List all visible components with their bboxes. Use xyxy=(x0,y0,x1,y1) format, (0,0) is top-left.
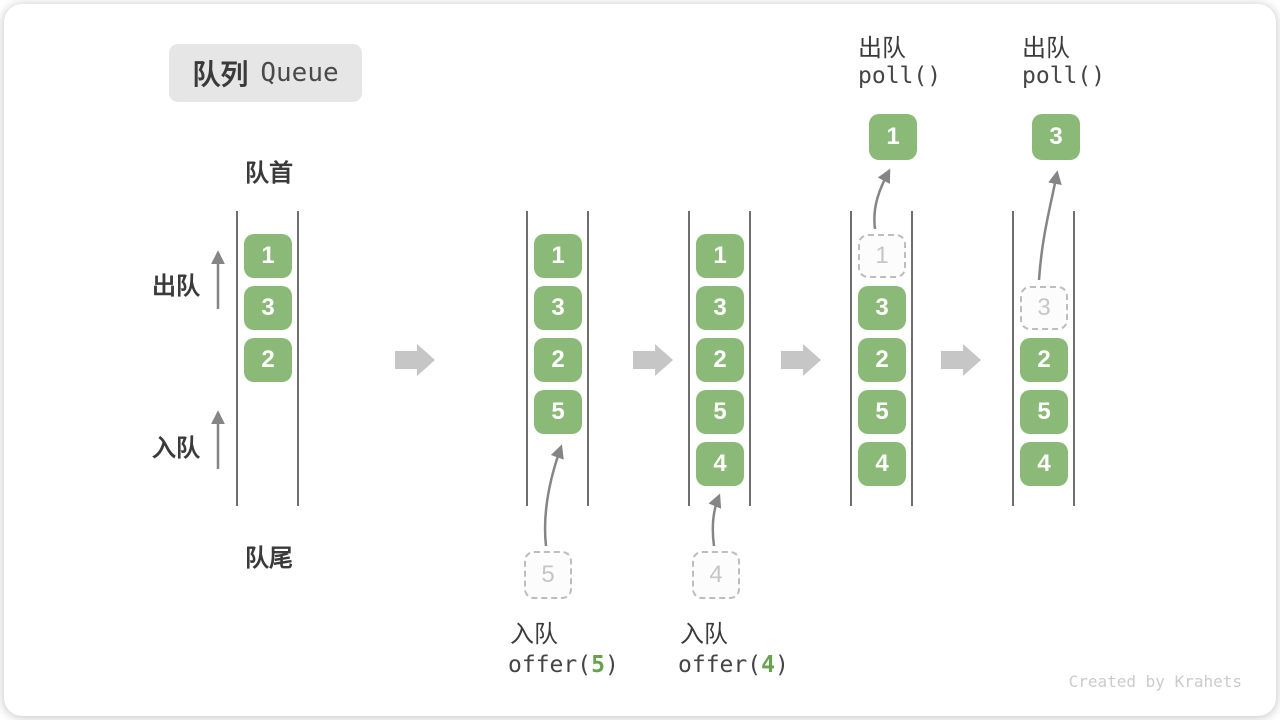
queue-element: 3 xyxy=(244,286,292,330)
code-arg: 4 xyxy=(761,652,775,678)
op-enqueue5-code: offer(5) xyxy=(508,652,619,678)
queue-element: 1 xyxy=(244,234,292,278)
queue-wall-left xyxy=(850,211,852,506)
label-queue-front: 队首 xyxy=(245,160,293,187)
queue-wall-left xyxy=(688,211,690,506)
diagram-card xyxy=(4,4,1276,716)
queue-element: 4 xyxy=(1020,442,1068,486)
label-dequeue-side: 出队 xyxy=(152,273,200,300)
title-en: Queue xyxy=(260,58,339,88)
queue-element: 2 xyxy=(244,338,292,382)
pending-element: 5 xyxy=(524,551,572,599)
op-dequeue1-code: poll() xyxy=(858,63,942,89)
queue-element: 2 xyxy=(1020,338,1068,382)
queue-wall-right xyxy=(297,211,299,506)
watermark: Created by Krahets xyxy=(1068,672,1242,691)
queue-element: 1 xyxy=(696,234,744,278)
label-enqueue-side: 入队 xyxy=(152,435,200,462)
queue-wall-right xyxy=(749,211,751,506)
code-pre: offer( xyxy=(678,652,762,678)
queue-wall-left xyxy=(526,211,528,506)
op-enqueue5-label: 入队 xyxy=(510,621,558,648)
op-dequeue1-label: 出队 xyxy=(858,35,906,62)
queue-element: 4 xyxy=(858,442,906,486)
dequeued-element: 1 xyxy=(869,114,917,160)
code-arg: 5 xyxy=(591,652,605,678)
op-enqueue4-code: offer(4) xyxy=(678,652,789,678)
queue-element: 3 xyxy=(696,286,744,330)
removed-slot: 1 xyxy=(858,234,906,278)
queue-element: 5 xyxy=(696,390,744,434)
queue-wall-right xyxy=(911,211,913,506)
queue-element: 2 xyxy=(696,338,744,382)
queue-element: 3 xyxy=(858,286,906,330)
queue-element: 5 xyxy=(858,390,906,434)
pending-element: 4 xyxy=(692,551,740,599)
queue-wall-right xyxy=(587,211,589,506)
code-pre: offer( xyxy=(508,652,592,678)
dequeued-element: 3 xyxy=(1032,114,1080,160)
queue-element: 2 xyxy=(858,338,906,382)
op-dequeue3-label: 出队 xyxy=(1022,35,1070,62)
queue-element: 2 xyxy=(534,338,582,382)
queue-element: 5 xyxy=(534,390,582,434)
label-queue-rear: 队尾 xyxy=(245,545,293,572)
op-dequeue3-code: poll() xyxy=(1022,63,1106,89)
queue-element: 4 xyxy=(696,442,744,486)
removed-slot: 3 xyxy=(1020,286,1068,330)
queue-wall-left xyxy=(236,211,238,506)
queue-wall-left xyxy=(1012,211,1014,506)
code-suf: ) xyxy=(604,652,619,678)
queue-element: 3 xyxy=(534,286,582,330)
code-suf: ) xyxy=(774,652,789,678)
title-cn: 队列 xyxy=(192,59,249,90)
queue-wall-right xyxy=(1073,211,1075,506)
queue-element: 1 xyxy=(534,234,582,278)
op-enqueue4-label: 入队 xyxy=(680,621,728,648)
title-badge: 队列 Queue xyxy=(169,44,362,102)
queue-element: 5 xyxy=(1020,390,1068,434)
